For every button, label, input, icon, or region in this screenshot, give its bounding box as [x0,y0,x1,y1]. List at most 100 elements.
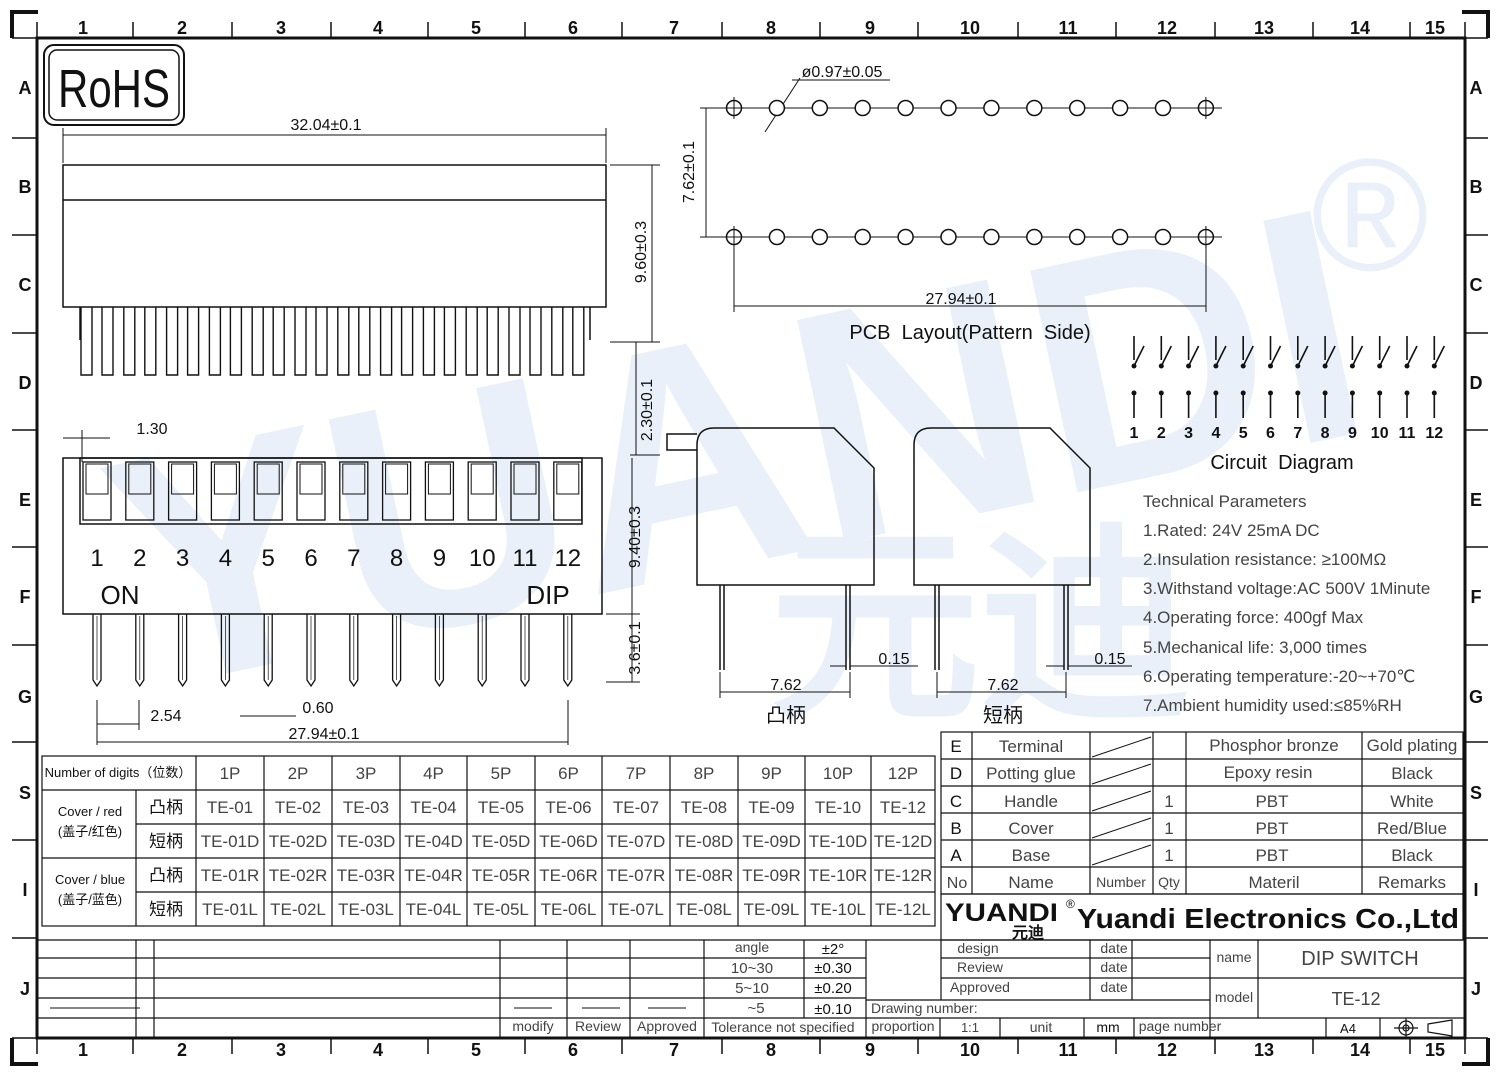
pcb-layout-title: PCB Layout(Pattern Side) [849,322,1090,344]
top-view-lever [80,307,114,376]
part-code: TE-06L [541,900,597,919]
bom-name: Cover [1008,819,1054,838]
company-logo-cn: 元迪 [1012,923,1044,942]
front-view-slot [381,461,412,521]
side1-label: 凸柄 [766,704,806,727]
part-code: TE-10L [810,900,866,919]
frame-column-label: 13 [1254,1040,1274,1060]
pcb-hole [854,228,871,246]
digit-header: 3P [356,764,377,783]
switch-number: 9 [1348,425,1357,442]
front-view-actuator [385,463,409,495]
frame-column-label: 13 [1254,18,1274,38]
revision-modify: modify [512,1018,553,1034]
part-code: TE-12R [874,866,933,885]
top-view-lever [551,307,585,376]
part-code: TE-08R [675,866,734,885]
pcb-hole [768,228,786,246]
pcb-hole [1154,228,1172,246]
front-view-number: 3 [176,545,189,572]
pcb-hole [854,99,871,117]
front-view-actuator [299,463,323,495]
dim-top-height: 9.60±0.3 [633,221,650,283]
digit-header: 9P [761,764,782,783]
tech-item: 7.Ambient humidity used:≤85%RH [1143,696,1402,715]
switch-number: 8 [1321,425,1330,442]
bom-remarks: White [1390,792,1433,811]
top-view-lever [294,307,328,376]
bom-material: PBT [1255,846,1288,865]
front-view-actuator [342,463,366,495]
switch-number: 7 [1293,425,1302,442]
front-view-pin [306,614,316,688]
frame-row-label: G [1469,687,1483,707]
tol-value: ±0.10 [814,1001,851,1018]
dim-row-spacing: 7.62±0.1 [681,141,698,203]
frame-row-label: I [22,880,27,900]
front-view-pin [434,614,445,688]
front-on-label: ON [101,580,140,610]
pcb-hole [768,99,786,117]
bom-header-name: Name [1008,873,1053,892]
switch-node [1158,363,1164,369]
frame-row-label: E [1470,490,1482,510]
part-code: TE-01R [201,866,260,885]
frame-column-label: 5 [471,1040,481,1060]
switch-node [1295,363,1301,369]
part-code: TE-06D [539,832,598,851]
front-view-actuator [256,463,280,495]
part-code: TE-10R [809,866,868,885]
front-view-number: 6 [304,545,317,572]
dim-body-height: 9.40±0.3 [627,506,644,568]
front-view-pins [92,614,573,688]
switch-contact [1187,345,1200,367]
part-code: TE-07R [607,866,666,885]
bom-header-qty: Qty [1158,874,1180,890]
frame-column-label: 11 [1058,1040,1077,1060]
dim-pitch: 2.54 [150,708,181,725]
pcb-hole [1068,228,1086,246]
front-view-pin [135,614,145,688]
bom-rows: E Terminal Phosphor bronze Gold plating … [947,736,1458,892]
tech-item: 1.Rated: 24V 25mA DC [1143,521,1320,540]
digit-header: 10P [823,764,853,783]
front-view-pin [177,614,188,688]
part-code: TE-08 [681,798,727,817]
part-code: TE-12D [874,832,933,851]
front-view-actuator [171,463,195,495]
frame-row-label: C [19,275,32,295]
company-reg: ® [1066,897,1075,911]
part-code: TE-06 [545,798,591,817]
front-view-slot [125,461,155,521]
pcb-hole [1154,99,1172,117]
projection-symbol [1394,1018,1453,1038]
front-view-slot [210,461,241,521]
watermark: YUANDI 元迪 ® [79,125,1429,760]
part-code: TE-01L [202,900,258,919]
part-code: TE-03 [343,798,389,817]
circuit-title: Circuit Diagram [1210,452,1353,474]
pcb-hole [983,228,1000,246]
frame-row-label: J [20,979,30,999]
top-view-lever [508,307,542,376]
bom-qty: 1 [1164,792,1173,811]
frame-row-label: D [1470,373,1483,393]
front-view-number: 2 [133,545,146,572]
scale-value: 1:1 [961,1020,979,1035]
switch-number: 4 [1211,425,1220,442]
pcb-hole [1111,228,1129,246]
part-code: TE-09D [742,832,801,851]
dim-overall-width: 32.04±0.1 [290,117,361,134]
switch-contact [1160,345,1173,367]
dim-pin-offset: 2.30±0.1 [639,379,656,441]
group-blue-label1: Cover / blue [55,872,125,887]
bom-header-remarks: Remarks [1378,873,1446,892]
front-view-slot [339,461,369,521]
part-code: TE-06R [539,866,598,885]
front-view-slot [167,461,198,521]
frame-row-label: S [19,783,31,803]
digit-header: 12P [888,764,918,783]
top-view-lever [165,307,200,376]
frame-column-label: 15 [1425,1040,1445,1060]
